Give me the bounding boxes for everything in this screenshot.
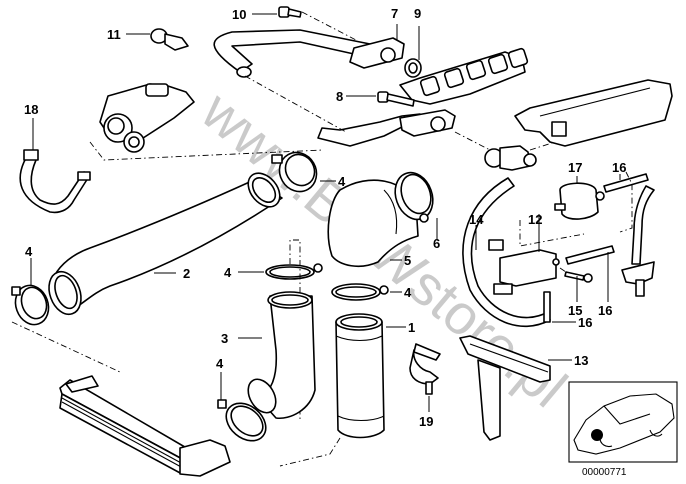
callout-labels: 10 11 7 9 8 18 4 2 4 4 5 4 1 3 4 6 14 12… <box>24 6 626 429</box>
callout-17[interactable]: 17 <box>568 160 582 175</box>
part-2-charge-air-hose[interactable] <box>43 167 286 319</box>
assembly-line-sleeve <box>279 437 341 467</box>
location-marker <box>591 429 603 441</box>
part-11-pipe-clip[interactable] <box>150 28 189 51</box>
reference-number: 00000771 <box>582 467 627 478</box>
part-4-hose-clamp-lower[interactable] <box>217 396 273 449</box>
callout-11[interactable]: 11 <box>107 27 121 42</box>
callout-1[interactable]: 1 <box>408 320 415 335</box>
callout-8[interactable]: 8 <box>336 89 343 104</box>
part-18-holder-strap[interactable] <box>19 149 91 214</box>
callout-2[interactable]: 2 <box>183 266 190 281</box>
callout-5[interactable]: 5 <box>404 253 411 268</box>
callout-6[interactable]: 6 <box>433 236 440 251</box>
callout-9[interactable]: 9 <box>414 6 421 21</box>
callout-15[interactable]: 15 <box>568 303 582 318</box>
intake-manifold <box>514 79 673 147</box>
callout-4-left[interactable]: 4 <box>25 244 33 259</box>
part-10-bolt[interactable] <box>278 6 302 18</box>
part-3-charge-air-elbow[interactable] <box>243 291 316 419</box>
intercooler <box>59 375 231 477</box>
callout-4-bottom[interactable]: 4 <box>216 356 224 371</box>
part-6-hose-clamp-large[interactable] <box>389 167 439 224</box>
callout-3[interactable]: 3 <box>221 331 228 346</box>
part-19-hose-clip[interactable] <box>409 343 441 395</box>
assembly-line-screw <box>559 267 567 273</box>
part-7-egr-pipe-upper[interactable] <box>213 29 405 78</box>
part-13-bracket[interactable] <box>459 335 551 441</box>
assembly-line-egr <box>244 75 347 133</box>
callout-4-right[interactable]: 4 <box>404 285 412 300</box>
assembly-line-egr-valve <box>454 131 491 151</box>
egr-pipe-lower[interactable] <box>317 109 456 147</box>
part-14-connector[interactable] <box>488 239 504 251</box>
callout-18[interactable]: 18 <box>24 102 38 117</box>
part-1-charge-air-sleeve[interactable] <box>335 313 385 439</box>
part-16-vacuum-hose-lower[interactable] <box>543 291 551 323</box>
part-9-seal-ring[interactable] <box>404 58 422 78</box>
turbocharger <box>89 83 324 161</box>
callout-14[interactable]: 14 <box>469 212 484 227</box>
part-5-elbow-hose[interactable] <box>327 179 419 268</box>
part-15-screw[interactable] <box>564 271 593 283</box>
part-16-vacuum-hose-upper[interactable] <box>603 173 649 193</box>
callout-4-top[interactable]: 4 <box>338 174 346 189</box>
part-4-hose-clamp-right[interactable] <box>331 283 389 301</box>
exhaust-manifold <box>399 47 529 105</box>
check-valve <box>621 185 655 297</box>
part-17-filter[interactable] <box>554 182 605 220</box>
part-16-vacuum-hose-middle[interactable] <box>565 245 615 265</box>
callout-4-mid[interactable]: 4 <box>224 265 232 280</box>
callout-13[interactable]: 13 <box>574 353 588 368</box>
callout-16-mid[interactable]: 16 <box>598 303 612 318</box>
assembly-line-valve <box>619 171 633 233</box>
part-4-hose-clamp-left[interactable] <box>10 281 121 373</box>
part-4-hose-clamp-mid[interactable] <box>265 239 323 420</box>
part-4-hose-clamp-upper[interactable] <box>271 146 324 199</box>
assembly-line-manifold <box>529 141 556 151</box>
callout-19[interactable]: 19 <box>419 414 433 429</box>
vehicle-location-inset <box>568 381 678 463</box>
assembly-line-bolt10 <box>301 11 357 41</box>
callout-10[interactable]: 10 <box>232 7 246 22</box>
callout-7[interactable]: 7 <box>391 6 398 21</box>
part-12-pressure-converter[interactable] <box>493 220 585 295</box>
egr-valve[interactable] <box>484 145 537 171</box>
leader-lines <box>30 13 621 412</box>
callout-12[interactable]: 12 <box>528 212 542 227</box>
part-8-bolt[interactable] <box>377 91 415 107</box>
callout-16-bottom[interactable]: 16 <box>578 315 592 330</box>
car-outline-icon <box>573 393 675 455</box>
callout-16-top[interactable]: 16 <box>612 160 626 175</box>
